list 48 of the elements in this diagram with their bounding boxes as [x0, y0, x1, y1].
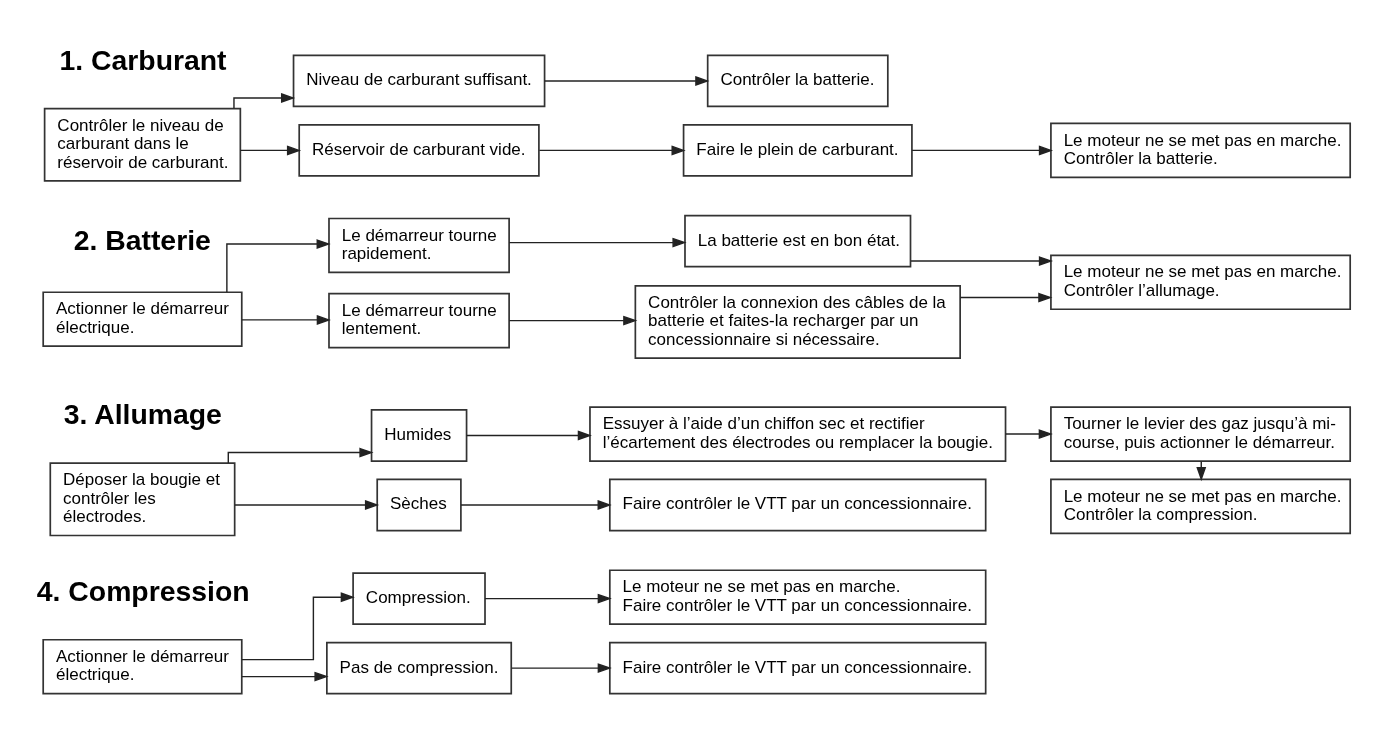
arrow	[234, 500, 380, 510]
arrow	[241, 314, 331, 325]
arrow	[239, 145, 302, 156]
node-box: Réservoir de carburant vide.	[298, 124, 540, 177]
arrow	[233, 92, 296, 110]
node-box: Le démarreur tourne lentement.	[328, 292, 510, 349]
arrow	[543, 75, 710, 86]
node-box: Le moteur ne se met pas en marche. Contrôler la batterie.	[1050, 122, 1352, 179]
node-box: Le moteur ne se met pas en marche. Contrôler l’allumage.	[1050, 254, 1352, 311]
label: 3. Allumage	[63, 398, 222, 431]
node-box: Pas de compression.	[326, 641, 513, 695]
node-box: Faire le plein de carburant.	[682, 124, 913, 177]
node-box: Contrôler la batterie.	[706, 54, 889, 108]
label: 1. Carburant	[59, 43, 227, 76]
arrow	[911, 145, 1054, 156]
label: 4. Compression	[36, 575, 250, 608]
arrow	[241, 592, 355, 661]
arrow	[227, 447, 374, 464]
node-box: Essuyer à l’aide d’un chiffon sec et rectifier l’écartement des électrodes ou remplacer la bougie.	[589, 406, 1007, 462]
arrow	[538, 145, 686, 156]
arrow	[508, 237, 687, 248]
node-box: Faire contrôler le VTT par un concessionnaire.	[608, 641, 987, 695]
node-box: Le moteur ne se met pas en marche. Faire contrôler le VTT par un concessionnaire.	[608, 569, 987, 625]
arrow	[508, 315, 638, 326]
arrow	[484, 593, 612, 604]
node-box: La batterie est en bon état.	[684, 214, 912, 268]
arrow	[460, 500, 612, 510]
label: 2. Batterie	[73, 223, 211, 256]
node-box: Compression.	[352, 572, 486, 625]
node-box: Contrôler le niveau de carburant dans le réservoir de carburant.	[43, 107, 242, 182]
node-box: Actionner le démarreur électrique.	[42, 291, 243, 347]
node-box: Niveau de carburant suffisant.	[292, 54, 546, 108]
arrow	[959, 292, 1053, 303]
arrow	[1004, 429, 1053, 440]
node-box: Actionner le démarreur électrique.	[42, 638, 243, 695]
node-box: Contrôler la connexion des câbles de la batterie et faites-la recharger par un concessionnaire si nécessaire.	[634, 285, 961, 360]
node-box: Sèches	[376, 478, 462, 532]
arrow	[241, 671, 329, 682]
arrow	[910, 256, 1054, 267]
node-box: Le moteur ne se met pas en marche. Contrôler la compression.	[1050, 478, 1352, 535]
arrow	[511, 663, 612, 674]
node-box: Faire contrôler le VTT par un concessionnaire.	[608, 478, 987, 532]
node-box: Humides	[370, 409, 468, 462]
arrow	[465, 430, 592, 441]
node-box: Le démarreur tourne rapidement.	[328, 217, 510, 274]
node-box: Tourner le levier des gaz jusqu’à mi-course, puis actionner le démarreur.	[1050, 406, 1352, 462]
node-box: Déposer la bougie et contrôler les électrodes.	[49, 462, 236, 537]
arrow	[226, 239, 331, 293]
